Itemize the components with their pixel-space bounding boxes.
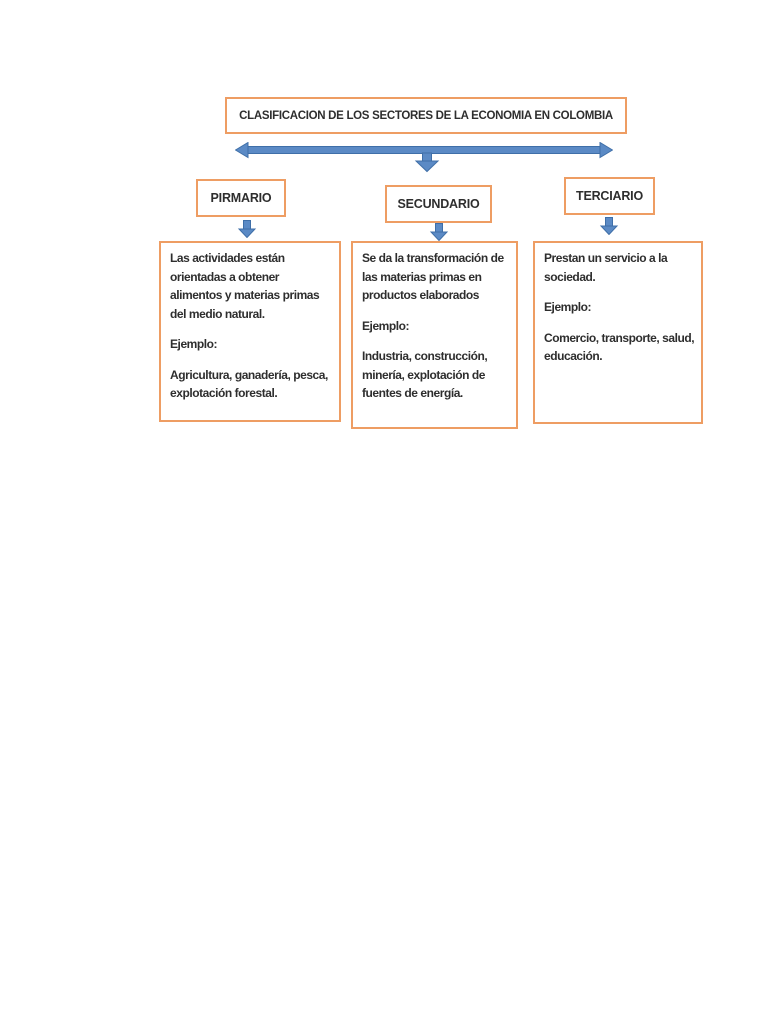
sector-description-text: Las actividades están orientadas a obten… (170, 251, 320, 321)
example-label: Ejemplo: (170, 337, 218, 351)
sector-description-text: Se da la transformación de las materias … (362, 251, 504, 302)
title-box: CLASIFICACION DE LOS SECTORES DE LA ECON… (225, 97, 627, 134)
diagram-title: CLASIFICACION DE LOS SECTORES DE LA ECON… (239, 109, 613, 122)
sector-label-text: SECUNDARIO (397, 197, 480, 211)
sector-label-text: PIRMARIO (210, 191, 272, 205)
example-list: Agricultura, ganadería, pesca, explotaci… (170, 367, 328, 401)
down-arrow-icon (429, 223, 449, 241)
sector-label-text: TERCIARIO (576, 189, 643, 203)
down-arrow-icon (599, 217, 619, 235)
sector-description-primario: Las actividades están orientadas a obten… (159, 241, 341, 422)
sector-label-secundario: SECUNDARIO (385, 185, 492, 223)
example-list: Industria, construcción, minería, explot… (362, 349, 488, 400)
sector-label-terciario: TERCIARIO (564, 177, 655, 215)
example-label: Ejemplo: (544, 300, 592, 314)
sector-description-secundario: Se da la transformación de las materias … (351, 241, 518, 429)
double-headed-arrow-icon (235, 142, 613, 173)
sector-description-terciario: Prestan un servicio a la sociedad. Ejemp… (533, 241, 703, 424)
down-arrow-icon (237, 220, 257, 238)
example-label: Ejemplo: (362, 318, 410, 333)
sector-label-primario: PIRMARIO (196, 179, 286, 217)
sector-description-text: Prestan un servicio a la sociedad. (544, 251, 668, 284)
example-list: Comercio, transporte, salud, educación. (544, 330, 695, 364)
